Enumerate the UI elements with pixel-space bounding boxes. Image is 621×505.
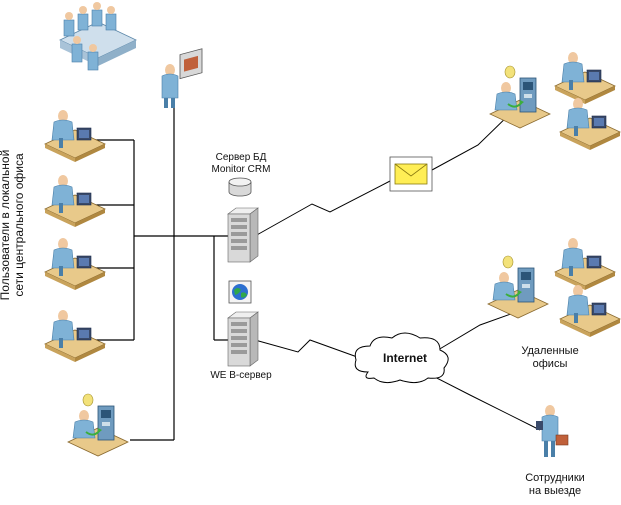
workstation-icon <box>559 97 621 151</box>
workstation-icon <box>554 51 616 105</box>
db-server-label-line2: Monitor CRM <box>211 164 271 175</box>
atm-user-icon <box>67 393 129 457</box>
remote-offices-label-line2: офисы <box>532 358 568 370</box>
server-tower-icon <box>227 207 259 263</box>
field-staff-label: Сотрудники на выезде <box>505 472 605 498</box>
mobile-worker-icon <box>536 405 569 457</box>
globe-icon <box>228 280 252 304</box>
atm-user-icon <box>489 65 551 129</box>
presenter-icon <box>161 48 203 108</box>
remote-office-group-2 <box>487 237 621 338</box>
atm-user-icon <box>487 255 549 319</box>
remote-offices-label-line1: Удаленные <box>521 345 579 357</box>
workstation-icon <box>554 237 616 291</box>
remote-offices-label: Удаленные офисы <box>505 345 595 371</box>
field-staff-label-line2: на выезде <box>528 485 582 497</box>
db-server-label-line1: Сервер БД <box>215 152 267 163</box>
workstation-icon <box>44 109 106 163</box>
lan-wiring <box>95 108 228 441</box>
field-staff-label-line1: Сотрудники <box>525 472 585 484</box>
workstation-icon <box>44 309 106 363</box>
remote-office-group-1 <box>489 51 621 151</box>
server-tower-icon <box>227 311 259 367</box>
wan-links <box>254 109 541 431</box>
workstation-icon <box>44 174 106 228</box>
db-server-label: Сервер БД Monitor CRM <box>196 152 286 176</box>
web-server-label: WE B-сервер <box>210 370 272 381</box>
database-icon <box>228 177 252 197</box>
envelope-icon <box>389 156 433 192</box>
cloud-icon <box>354 332 449 384</box>
meeting-group-icon <box>59 2 137 71</box>
lan-users-label-line2: сети центрального офиса <box>12 153 26 297</box>
workstation-icon <box>44 237 106 291</box>
workstation-icon <box>559 284 621 338</box>
internet-label: Internet <box>382 351 427 365</box>
lan-users-label-line1: Пользователи в локальной <box>0 149 12 301</box>
